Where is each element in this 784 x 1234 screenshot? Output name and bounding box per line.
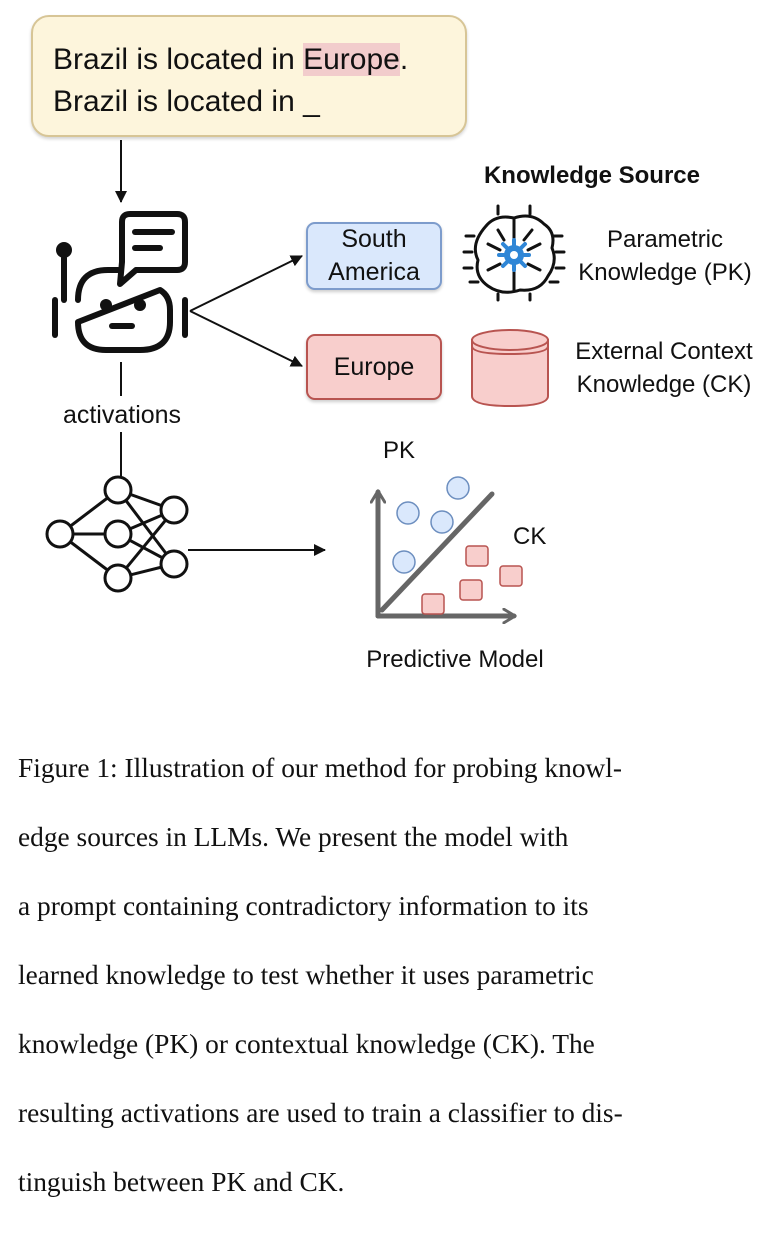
diagram-graphics — [45, 140, 566, 700]
robot-to-pk-answer-arrow — [189, 255, 303, 312]
prompt-period: . — [399, 43, 409, 76]
figure-caption: Figure 1: Illustration of our method for… — [18, 716, 770, 1234]
prompt-highlight: Europe — [303, 43, 400, 76]
ck-answer-box: Europe — [306, 334, 442, 400]
ck-label-line-1: External Context — [575, 338, 753, 365]
ck-point — [465, 545, 489, 567]
ck-points — [421, 545, 523, 615]
knowledge-source-title: Knowledge Source — [483, 162, 701, 189]
gear-icon — [497, 238, 531, 272]
ck-answer-text: Europe — [333, 352, 415, 381]
caption-line: Figure 1: Illustration of our method for… — [18, 752, 623, 783]
ck-point — [499, 565, 523, 587]
caption-line: tinguish between PK and CK. — [18, 1166, 345, 1197]
chat-bubble-icon — [117, 211, 188, 287]
plot-cluster-label: CK — [513, 523, 547, 550]
ck-label-line-2: Knowledge (CK) — [576, 371, 752, 398]
caption-line: knowledge (PK) or contextual knowledge (… — [18, 1028, 595, 1059]
ck-point — [459, 579, 483, 601]
prompt-line-1: Brazil is located in Europe. — [53, 39, 465, 81]
neural-network-icon — [45, 475, 189, 593]
pk-answer-line-1: South — [341, 225, 407, 253]
pk-point — [446, 476, 470, 500]
plot-x-label: Predictive Model — [366, 646, 544, 673]
caption-line: a prompt containing contradictory inform… — [18, 890, 589, 921]
activations-label: activations — [62, 401, 182, 429]
pk-label-line-1: Parametric — [606, 226, 724, 253]
parametric-knowledge-label: Parametric Knowledge (PK) — [560, 223, 770, 289]
pk-point — [392, 550, 416, 574]
prompt-line-2: Brazil is located in _ — [53, 85, 320, 118]
plot-y-label: PK — [383, 437, 416, 464]
caption-line: learned knowledge to test whether it use… — [18, 959, 594, 990]
pk-point — [430, 510, 454, 534]
database-icon — [471, 329, 549, 408]
pk-label-line-2: Knowledge (PK) — [578, 259, 752, 286]
decision-boundary — [379, 491, 495, 613]
robot-to-ck-answer-arrow — [189, 310, 303, 367]
pk-answer-line-2: America — [328, 258, 420, 286]
prompt-box: Brazil is located in Europe. Brazil is l… — [31, 15, 467, 137]
predictive-model-plot — [378, 476, 523, 616]
brain-chip-icon — [462, 204, 566, 302]
ck-point — [421, 593, 445, 615]
pk-point — [396, 501, 420, 525]
robot-icon — [52, 242, 188, 353]
caption-line: edge sources in LLMs. We present the mod… — [18, 821, 569, 852]
pk-answer-box: South America — [306, 222, 442, 290]
context-knowledge-label: External Context Knowledge (CK) — [554, 335, 774, 401]
prompt-text: Brazil is located in — [53, 43, 304, 76]
pk-points — [392, 476, 470, 574]
caption-line: resulting activations are used to train … — [18, 1097, 623, 1128]
